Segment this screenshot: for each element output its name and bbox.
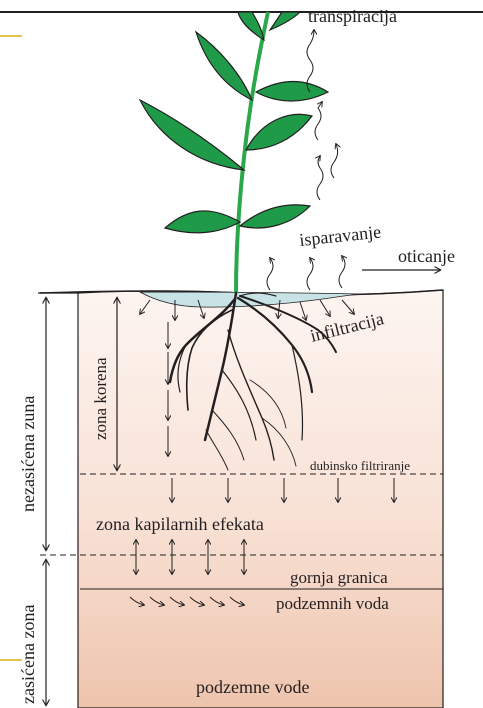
plant-stem xyxy=(236,12,268,293)
root-zone-label: zona korena xyxy=(91,357,110,440)
unsaturated-zone-dimension xyxy=(38,293,78,550)
groundwater-label: podzemne vode xyxy=(196,677,309,697)
evaporation-label: isparavanje xyxy=(298,222,382,250)
capillary-zone-label: zona kapilarnih efekata xyxy=(96,514,264,534)
evaporation-arrows xyxy=(267,256,345,290)
water-table-label-1: gornja granica xyxy=(290,568,388,587)
transpiration-label: transpiracija xyxy=(308,6,397,26)
transpiration-arrows xyxy=(307,30,338,200)
runoff-label: oticanje xyxy=(398,246,455,266)
deep-percolation-label: dubinsko filtriranje xyxy=(310,458,410,473)
water-table-label-2: podzemnih voda xyxy=(276,594,389,613)
plant-leaves xyxy=(140,12,328,233)
unsaturated-zone-label: nezasićena zuna xyxy=(18,396,38,512)
soil-column xyxy=(78,290,443,708)
saturated-zone-label: zasićena zona xyxy=(18,605,38,704)
